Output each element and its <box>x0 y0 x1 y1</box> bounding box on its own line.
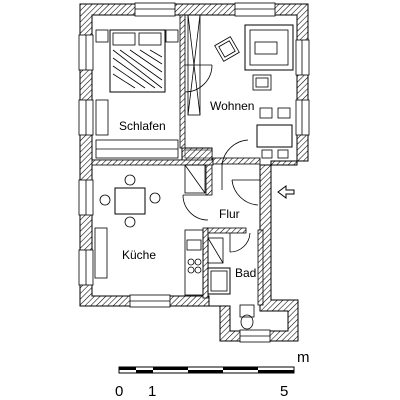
room-label-kueche: Küche <box>122 248 156 262</box>
arrow-entrance-icon <box>277 185 295 199</box>
wall-kitchen-flur-lower <box>202 227 209 299</box>
table-wohnen <box>256 124 293 148</box>
scale-unit: m <box>297 349 310 366</box>
wall-schlafen-wohnen <box>179 14 186 149</box>
washing-machine <box>207 267 231 295</box>
room-label-flur: Flur <box>219 207 240 221</box>
sofa <box>244 24 294 71</box>
scale-tick-0: 0 <box>115 383 123 400</box>
wall-horizontal-mid <box>91 159 214 166</box>
walls <box>79 3 309 342</box>
wall-kitchen-flur <box>205 164 213 196</box>
wall-flur-bad <box>207 227 247 234</box>
room-label-wohnen: Wohnen <box>210 99 254 113</box>
scale-bar <box>118 366 295 374</box>
kitchen-counter <box>184 229 204 296</box>
room-label-schlafen: Schlafen <box>119 119 166 133</box>
wall-wohnen-flur <box>212 157 261 165</box>
room-label-bad: Bad <box>235 266 256 280</box>
wall-bad-right <box>257 229 264 306</box>
outer-wall <box>79 3 309 342</box>
doors <box>182 64 260 253</box>
kitchen-table <box>114 187 146 215</box>
scale-tick-1: 1 <box>148 383 156 400</box>
bed <box>109 29 166 93</box>
windows <box>78 2 310 343</box>
toilet <box>239 304 255 318</box>
scale-tick-5: 5 <box>280 383 288 400</box>
